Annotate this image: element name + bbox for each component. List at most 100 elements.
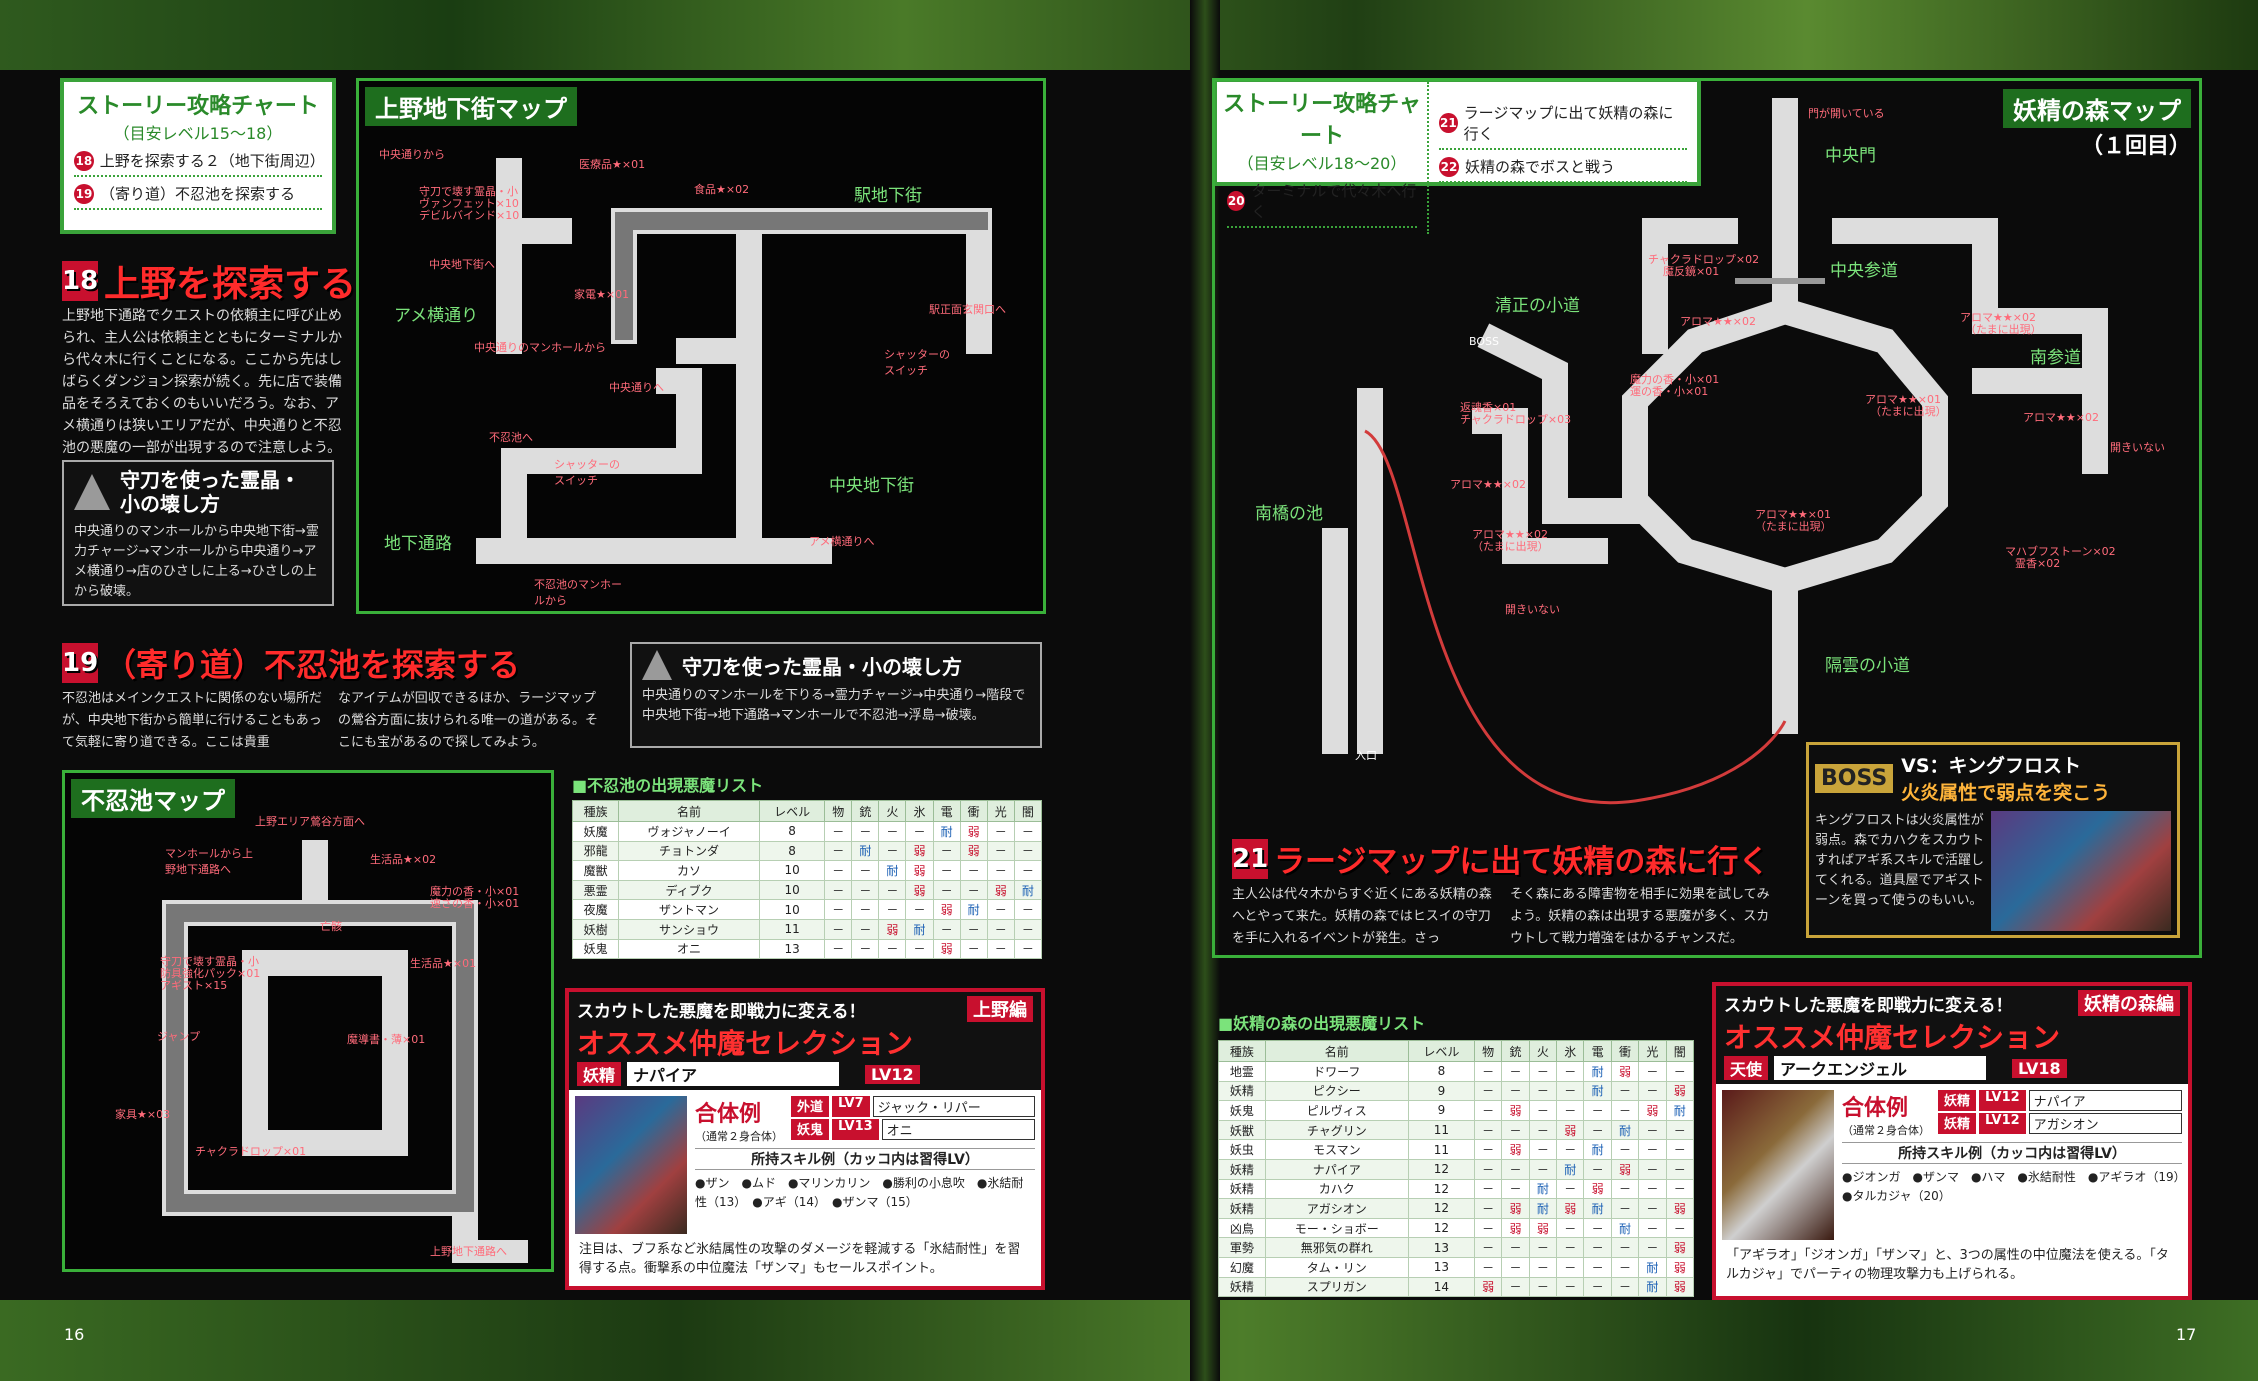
table-cell: －	[1473, 1178, 1503, 1200]
table-cell: －	[851, 879, 880, 901]
map-label: 不忍池のマンホールから	[534, 578, 622, 607]
map-label: デビルバインド×10	[419, 209, 520, 222]
map-label: マハブフストーン×02	[2005, 545, 2116, 558]
map-label: ジャンプ	[157, 1030, 201, 1043]
map-label: 入口	[1355, 749, 1377, 762]
table-cell: －	[986, 918, 1015, 940]
table-cell: 弱	[1501, 1217, 1530, 1239]
table-cell: 耐	[932, 821, 961, 842]
map-label: 駅正面玄関口へ	[929, 303, 1006, 316]
table-cell: 夜魔	[571, 899, 620, 920]
table-cell: －	[1528, 1237, 1558, 1258]
table-cell: －	[1501, 1061, 1530, 1082]
map-label: （たまに出現）	[1965, 323, 2042, 336]
table-cell: 耐	[1528, 1178, 1558, 1200]
table-cell: －	[1583, 1100, 1612, 1121]
table-cell: －	[1528, 1256, 1558, 1278]
map-label: 食品★×02	[694, 183, 750, 196]
table-cell: 弱	[1610, 1158, 1640, 1180]
table-cell: －	[1556, 1217, 1585, 1239]
table-cell: 魔獣	[571, 860, 620, 881]
ueno-map-paths	[476, 158, 992, 564]
table-cell: 弱	[1473, 1276, 1503, 1298]
table-cell: －	[1556, 1237, 1585, 1258]
table-cell: －	[1556, 1100, 1585, 1121]
table-cell: 耐	[905, 918, 934, 940]
table-cell: －	[1583, 1217, 1612, 1239]
demon-name-cell: オニ	[618, 938, 760, 960]
demon-name-cell: チャグリン	[1264, 1119, 1409, 1141]
area-label: 南参道	[2030, 348, 2081, 368]
table-cell: －	[986, 840, 1015, 862]
map-label: 魔反鏡×01	[1663, 265, 1720, 278]
table-cell: 耐	[1556, 1158, 1585, 1180]
table-cell: 幻魔	[1218, 1256, 1266, 1278]
recommended-demon-ueno: スカウトした悪魔を即戦力に変える！ 上野編 オススメ仲魔セレクション 妖精 ナパ…	[565, 988, 1045, 1290]
table-cell: －	[1473, 1080, 1503, 1102]
table-cell: 軍勢	[1218, 1237, 1266, 1258]
map-title: 不忍池マップ	[71, 779, 235, 818]
fairy-forest-map: 妖精の森マップ （１回目） 中央門 中央参道 清正の小道 南参道 南橋の池 隔雲…	[1212, 78, 2202, 958]
area-label: 清正の小道	[1495, 296, 1580, 316]
table-cell: 10	[758, 899, 826, 920]
table-cell: 弱	[932, 899, 961, 920]
table-cell: －	[1556, 1061, 1585, 1082]
table-cell: －	[1473, 1119, 1503, 1141]
table-cell: 耐	[1638, 1276, 1667, 1298]
map-label: 霊香×02	[2015, 557, 2061, 570]
table-cell: －	[986, 821, 1015, 842]
area-label: アメ横通り	[394, 306, 479, 326]
table-header-row: 種族名前レベル物銃火氷電衝光闇	[1218, 1040, 1695, 1062]
shinobazu-pond-map: 不忍池マップ 上野エリア鶯谷方面へ マンホールから上野地下通路へ 生活品★×02…	[62, 770, 554, 1272]
table-cell: －	[1556, 1276, 1585, 1298]
demon-name-cell: ザントマン	[618, 899, 760, 920]
table-cell: －	[1013, 938, 1043, 960]
table-cell: 耐	[878, 860, 907, 881]
demon-name-cell: ピクシー	[1264, 1080, 1409, 1102]
table-cell: 弱	[1665, 1080, 1695, 1102]
table-cell: －	[1638, 1237, 1667, 1258]
map-label: シャッターのスイッチ	[554, 458, 620, 487]
table-cell: 耐	[1583, 1139, 1612, 1160]
table-cell: －	[932, 860, 961, 881]
section-21-body-a: 主人公は代々木からすぐ近くにある妖精の森へとやって来た。妖精の森ではヒスイの守刀…	[1232, 887, 1492, 946]
demon-name-cell: ピルヴィス	[1264, 1100, 1409, 1121]
table-cell: 妖精	[1218, 1276, 1266, 1298]
table-cell: 11	[1407, 1139, 1475, 1160]
table-cell: 耐	[1583, 1198, 1612, 1219]
map-label: 生活品★×02	[370, 853, 437, 866]
area-label: 南橋の池	[1255, 504, 1323, 524]
boss-box: BOSS VS：キングフロスト 火炎属性で弱点を突こう キングフロストは火炎属性…	[1806, 742, 2180, 938]
table-cell: －	[1583, 1256, 1612, 1278]
table-cell: 耐	[851, 840, 880, 862]
table-cell: －	[1501, 1080, 1530, 1102]
map-label: アロマ★★×02	[1472, 528, 1548, 541]
demon-name-cell: ヴォジャノーイ	[618, 821, 760, 842]
table-cell: －	[1638, 1217, 1667, 1239]
table-cell: 弱	[878, 918, 907, 940]
table-cell: 耐	[1528, 1198, 1558, 1219]
chart-title: ストーリー攻略チャート	[77, 94, 319, 119]
map-label: 速さの香・小×01	[430, 897, 520, 910]
map-label: 運の香・小×01	[1630, 385, 1709, 398]
table-cell: 10	[758, 860, 826, 881]
table-cell: －	[878, 899, 907, 920]
table-cell: －	[1528, 1276, 1558, 1298]
table-cell: －	[1638, 1139, 1667, 1160]
table-cell: 妖鬼	[1218, 1100, 1266, 1121]
table-cell: 弱	[932, 938, 961, 960]
demon-name-cell: スプリガン	[1264, 1276, 1409, 1298]
table-cell: 12	[1407, 1198, 1475, 1219]
map-label: 魔導書・薄×01	[347, 1033, 426, 1046]
table-cell: －	[1528, 1080, 1558, 1102]
table-cell: －	[1473, 1100, 1503, 1121]
table-cell: 妖魔	[571, 821, 620, 842]
camouflage-bottom-border	[0, 1300, 2258, 1381]
